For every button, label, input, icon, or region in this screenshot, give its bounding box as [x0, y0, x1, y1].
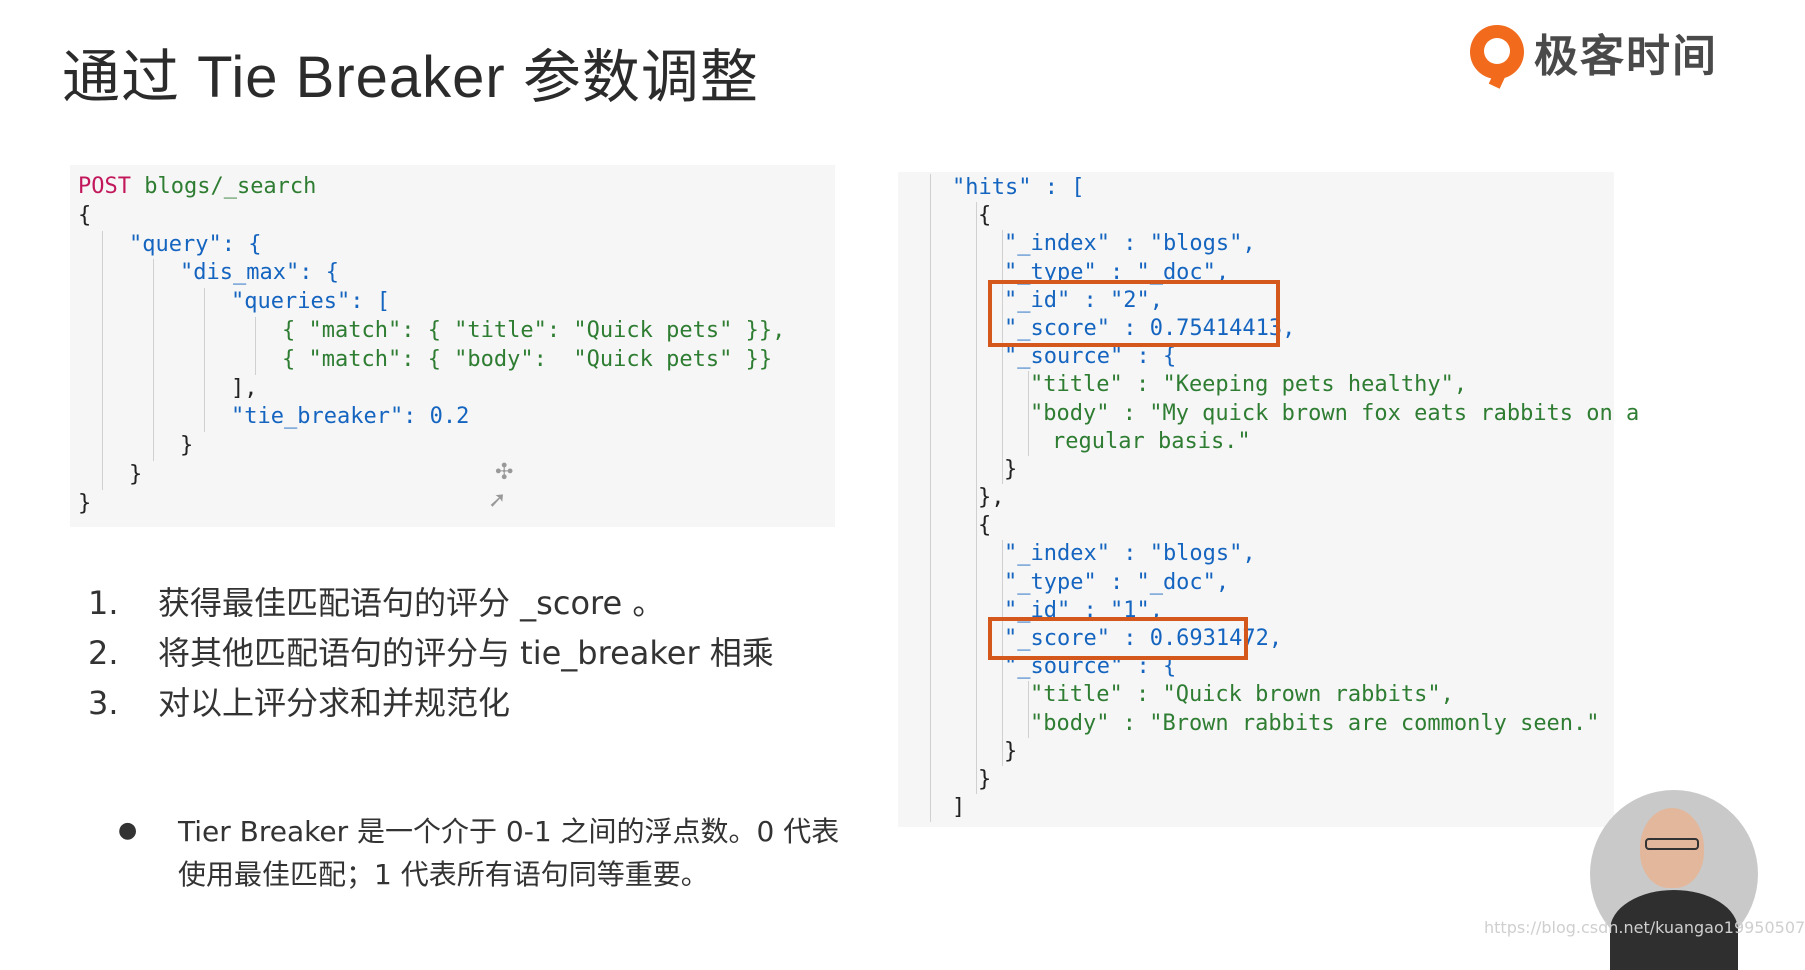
- code-line: regular basis.": [906, 427, 1606, 457]
- code-line: "query": {: [78, 230, 827, 260]
- slide-title: 通过 Tie Breaker 参数调整: [62, 45, 759, 110]
- cursor-icon: ✣: [495, 460, 514, 485]
- cursor-icon: ➚: [488, 488, 507, 513]
- code-line: }: [78, 460, 827, 490]
- logo-text: 极客时间: [1534, 31, 1718, 82]
- score-highlight-box: [988, 617, 1248, 660]
- code-line: "_score" : 0.75414413,: [906, 314, 1606, 344]
- presenter-avatar: [1590, 790, 1758, 970]
- code-line: {: [906, 512, 1606, 541]
- list-item: 3. 对以上评分求和并规范化: [88, 684, 511, 722]
- note-text: Tier Breaker 是一个介于 0-1 之间的浮点数。0 代表使用最佳匹配…: [178, 815, 840, 891]
- steps-list: 1. 获得最佳匹配语句的评分 _score 。 2. 将其他匹配语句的评分与 t…: [88, 578, 774, 728]
- code-line: "body" : "My quick brown fox eats rabbit…: [906, 399, 1639, 428]
- code-line: POST blogs/_search: [78, 173, 827, 202]
- code-line: {: [906, 202, 1606, 231]
- http-method: POST: [78, 174, 131, 199]
- code-line: }: [906, 737, 1606, 767]
- code-line: }: [78, 490, 92, 516]
- list-item: 2. 将其他匹配语句的评分与 tie_breaker 相乘: [88, 634, 774, 672]
- brand-logo: 极客时间: [1470, 20, 1718, 84]
- code-line: "queries": [: [78, 288, 827, 317]
- code-line: "hits" : [: [906, 174, 1606, 203]
- code-line: "_index" : "blogs",: [906, 540, 1606, 569]
- code-line: "_source" : {: [906, 343, 1606, 372]
- code-line: "_index" : "blogs",: [906, 230, 1606, 259]
- code-line: { "match": { "body": "Quick pets" }}: [78, 345, 827, 375]
- code-line: "_type" : "_doc",: [906, 568, 1606, 598]
- watermark: https://blog.csdn.net/kuangao19950507: [1484, 918, 1805, 937]
- note: ● Tier Breaker 是一个介于 0-1 之间的浮点数。0 代表使用最佳…: [118, 810, 858, 896]
- code-line: "title" : "Quick brown rabbits",: [906, 681, 1606, 710]
- code-line: {: [78, 202, 92, 228]
- code-line: }: [906, 455, 1606, 485]
- code-line: }: [906, 765, 1606, 795]
- code-line: "_id" : "2",: [906, 286, 1606, 316]
- code-line: { "match": { "title": "Quick pets" }},: [78, 316, 827, 346]
- code-line: },: [906, 484, 1606, 513]
- code-line: "title" : "Keeping pets healthy",: [906, 371, 1606, 400]
- score-highlight-box: [988, 280, 1280, 347]
- query-code-block: POST blogs/_search { "query": { "dis_max…: [70, 165, 835, 527]
- bullet-icon: ●: [118, 818, 138, 843]
- code-line: ],: [78, 374, 827, 404]
- endpoint: blogs/_search: [130, 174, 317, 199]
- code-line: "body" : "Brown rabbits are commonly see…: [906, 709, 1606, 738]
- code-line: "tie_breaker": 0.2: [78, 403, 827, 432]
- list-item: 1. 获得最佳匹配语句的评分 _score 。: [88, 584, 665, 622]
- code-line: "_score" : 0.6931472,: [906, 625, 1606, 654]
- code-line: ]: [906, 794, 1606, 823]
- code-line: }: [78, 432, 827, 461]
- geektime-logo-icon: [1470, 25, 1524, 79]
- code-line: "dis_max": {: [78, 259, 827, 288]
- result-code-block: "hits" : [ { "_index" : "blogs", "_type"…: [898, 172, 1639, 827]
